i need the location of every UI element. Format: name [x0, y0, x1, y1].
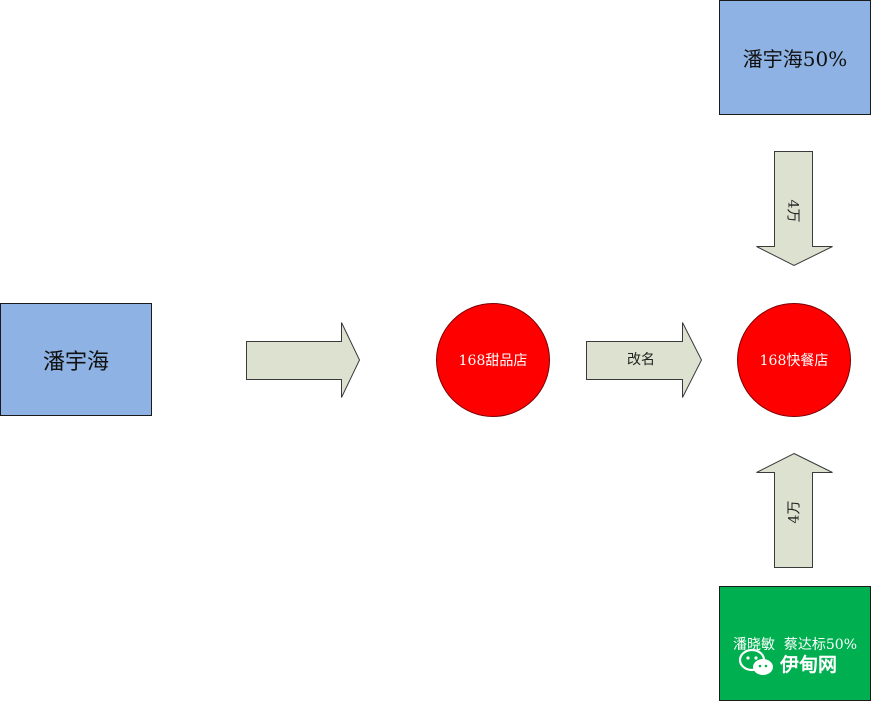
wechat-icon	[738, 648, 773, 675]
watermark-text: 伊甸网	[780, 653, 838, 676]
bottom-investors-box: 潘晓敏 蔡达标50%	[719, 586, 871, 701]
top-investor-box: 潘宇海50%	[719, 0, 871, 115]
shop-renamed-circle: 168快餐店	[737, 303, 851, 417]
shop-original-label: 168甜品店	[458, 353, 528, 369]
rename-arrow	[586, 322, 703, 398]
owner-box: 潘宇海	[0, 303, 152, 416]
bottom-investment-arrow	[756, 452, 833, 568]
watermark: 伊甸网	[738, 648, 837, 678]
rename-arrow-label: 改名	[627, 352, 655, 368]
owner-label: 潘宇海	[42, 349, 109, 375]
shop-original-circle: 168甜品店	[436, 303, 550, 417]
bottom-arrow-label: 4万	[786, 500, 803, 524]
top-investment-arrow	[756, 151, 833, 267]
top-arrow-label: 4万	[784, 199, 801, 223]
top-investor-label: 潘宇海50%	[742, 47, 848, 71]
owner-to-shop-arrow	[246, 322, 361, 398]
shop-renamed-label: 168快餐店	[759, 353, 829, 369]
bottom-investors-label: 潘晓敏 蔡达标50%	[732, 637, 858, 653]
